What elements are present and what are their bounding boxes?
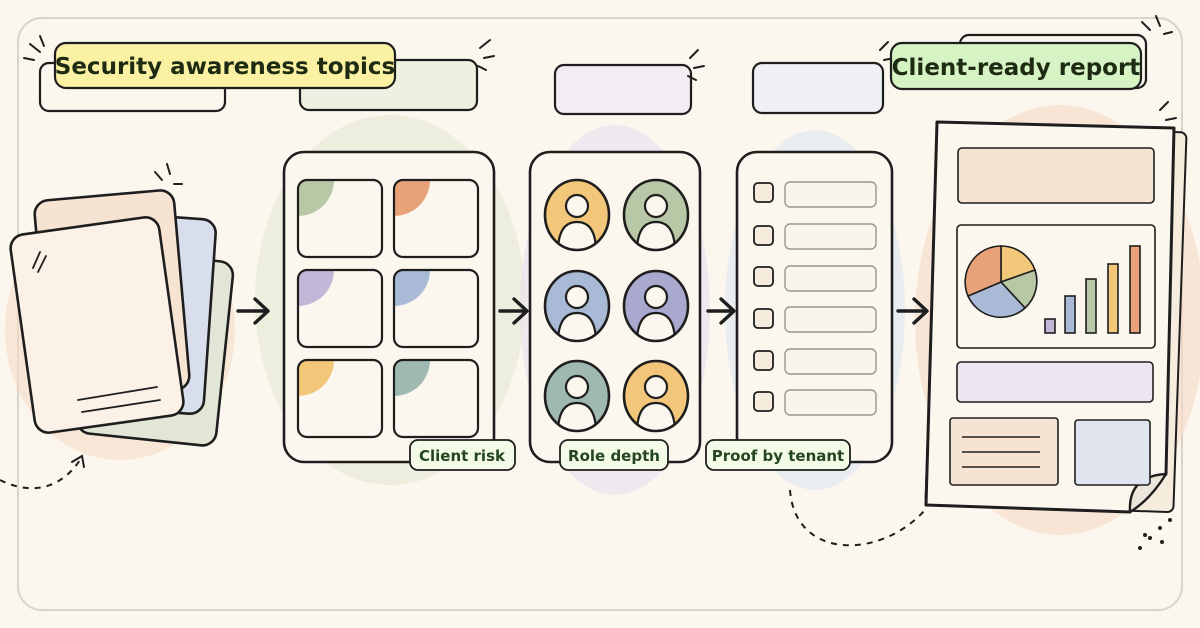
checkbox-icon [753,182,774,203]
checkbox-icon [753,308,774,329]
title-tag-left [53,41,397,90]
report-note-lines [962,436,1040,468]
dashed-arrow-head [71,454,85,468]
tag-proof-by-tenant [705,439,851,471]
card-stack [9,189,235,447]
checklist-line [784,348,877,375]
tile-corner-sage [298,180,334,216]
decor-dots [1138,518,1172,550]
topic-tile [296,268,384,349]
topic-tile [296,358,384,439]
tile-corner-lavender [298,270,334,306]
tag-client-risk [409,439,516,471]
checklist-rows [753,181,877,416]
sparkle-marks [23,15,1177,185]
report-bar-icon [1044,245,1141,334]
role-avatars [543,178,690,433]
dashed-curve-left [0,459,81,490]
person-icon [556,374,598,431]
title-tag-right [889,41,1143,91]
card-front [9,216,185,434]
person-icon [635,374,677,431]
report-image-block [1074,419,1151,486]
dashed-curve-right [789,489,926,547]
topic-tile [392,178,480,259]
tile-corner-yellow [298,360,334,396]
tile-corner-teal [394,360,430,396]
person-icon [556,284,598,341]
topic-grid-panel [282,150,496,464]
right-arrow-icon [498,297,529,325]
topic-tiles [296,178,480,439]
tag-role-depth [559,439,669,471]
tile-corner-orange [394,180,430,216]
checkbox-icon [753,391,774,412]
topic-tile [392,358,480,439]
report-pie-icon [964,245,1038,319]
tile-corner-blue [394,270,430,306]
title-left: Security awareness topics [55,54,395,80]
label-role-depth: Role depth [568,447,660,465]
card-lines [32,251,161,413]
checklist-line [784,181,877,208]
right-arrow-icon [236,297,270,325]
report-header-block [957,147,1155,204]
checkbox-icon [753,350,774,371]
person-icon [556,193,598,250]
checkbox-icon [753,225,774,246]
topic-tile [296,178,384,259]
checklist-line [784,265,877,292]
header-box-3 [553,63,693,116]
topic-tile [392,268,480,349]
report-summary-block [956,361,1154,403]
title-right: Client-ready report [892,55,1141,81]
checklist-line [784,223,877,250]
document-icon [924,120,1188,514]
flow-arrows [236,297,929,325]
header-box-4 [751,61,885,115]
right-arrow-icon [896,297,929,325]
checkbox-icon [753,266,774,287]
person-icon [635,193,677,250]
checklist-line [784,389,877,416]
label-proof-by-tenant: Proof by tenant [712,447,844,465]
checklist-line [784,306,877,333]
person-icon [635,284,677,341]
page-curl [1128,472,1168,514]
right-arrow-icon [706,297,736,325]
label-client-risk: Client risk [419,447,506,465]
